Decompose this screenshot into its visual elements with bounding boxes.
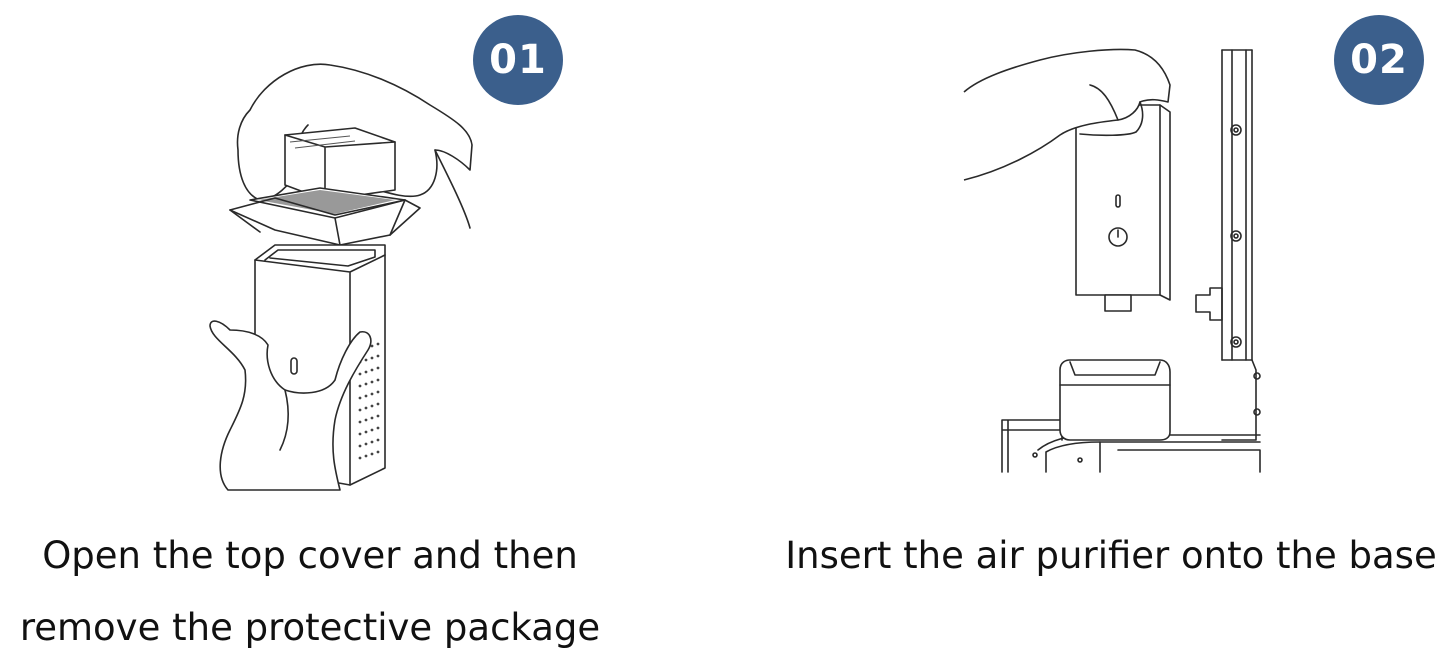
insert-purifier-illustration <box>963 48 1261 473</box>
caption-line: Insert the air purifier onto the base <box>785 534 1437 577</box>
open-cover-illustration <box>209 63 473 491</box>
step-caption: Open the top cover and then remove the p… <box>0 520 620 664</box>
step-caption: Insert the air purifier onto the base <box>756 520 1453 592</box>
step-2: 02 Insert the air purifier onto the base <box>726 0 1453 665</box>
step-number-badge: 02 <box>1334 15 1424 105</box>
step-1: 01 <box>0 0 726 665</box>
caption-line: remove the protective package <box>19 606 601 649</box>
caption-line: Open the top cover and then <box>42 534 578 577</box>
step-number-badge: 01 <box>473 15 563 105</box>
